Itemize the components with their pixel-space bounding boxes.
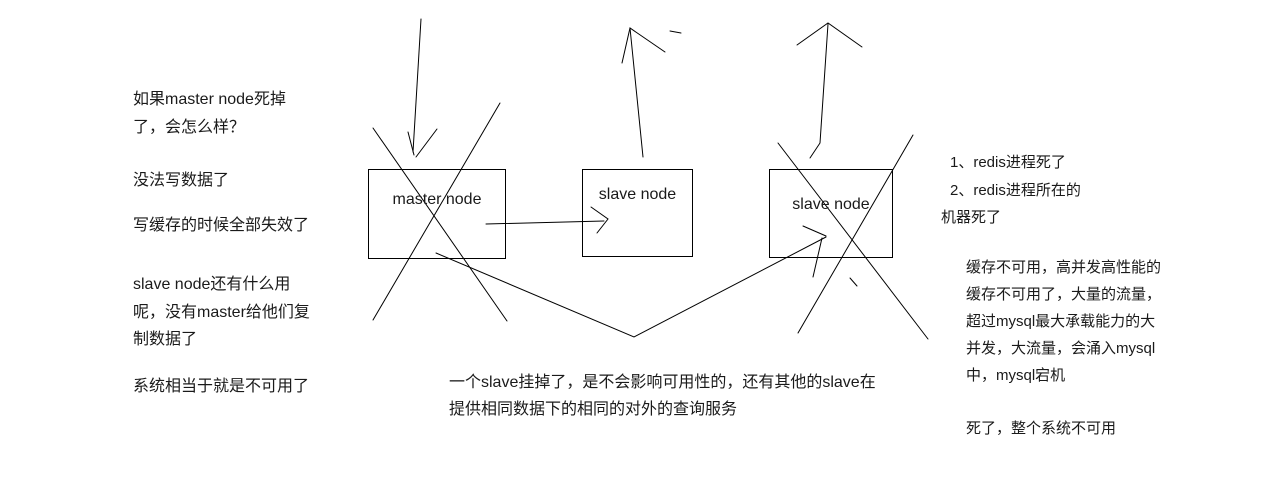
arrow-into-master-arrowhead xyxy=(407,128,438,158)
arrow-up-from-slave1-shaft xyxy=(629,27,644,158)
note-left-line-8: 系统相当于就是不可用了 xyxy=(133,378,310,395)
note-right-mid-line-3: 超过mysql最大承载能力的大 xyxy=(966,313,1156,330)
note-right-mid-line-2: 缓存不可用了，大量的流量， xyxy=(966,286,1162,303)
note-right-top-line-1: 1、redis进程死了 xyxy=(950,154,1066,171)
note-right-mid-line-5: 中，mysql宕机 xyxy=(966,367,1066,384)
arrow-up-from-slave2-shaft xyxy=(809,23,829,159)
note-left-line-7: 制数据了 xyxy=(133,331,198,348)
node-master: master node xyxy=(368,169,506,259)
note-right-mid-line-4: 并发，大流量，会涌入mysql xyxy=(966,340,1156,357)
note-right-top-line-3: 机器死了 xyxy=(941,209,1002,226)
note-left-line-2: 了，会怎么样？ xyxy=(133,119,246,136)
note-left-line-5: slave node还有什么用 xyxy=(133,276,291,293)
note-right-bottom-line: 死了，整个系统不可用 xyxy=(966,420,1117,437)
node-slave-2: slave node xyxy=(769,169,893,258)
arrow-into-master-shaft xyxy=(412,18,422,153)
note-bottom-line-1: 一个slave挂掉了，是不会影响可用性的，还有其他的slave在 xyxy=(449,374,876,391)
node-slave-1: slave node xyxy=(582,169,693,257)
node-slave-1-label: slave node xyxy=(598,186,677,203)
arrow-up-from-slave2-arrowhead xyxy=(796,22,863,48)
note-left-line-6: 呢，没有master给他们复 xyxy=(133,304,310,321)
arrow-up-from-slave1-arrowhead xyxy=(621,27,666,64)
note-left-line-3: 没法写数据了 xyxy=(133,172,230,189)
note-left-line-1: 如果master node死掉 xyxy=(133,91,286,108)
note-left-line-4: 写缓存的时候全部失效了 xyxy=(133,217,310,234)
small-dash-top xyxy=(669,30,682,34)
small-tick-mark xyxy=(849,277,858,287)
note-bottom-line-2: 提供相同数据下的相同的对外的查询服务 xyxy=(449,401,738,418)
node-master-label: master node xyxy=(392,191,482,208)
node-slave-2-label: slave node xyxy=(792,196,870,213)
note-right-top-line-2: 2、redis进程所在的 xyxy=(950,182,1081,199)
note-right-mid-line-1: 缓存不可用，高并发高性能的 xyxy=(966,259,1162,276)
